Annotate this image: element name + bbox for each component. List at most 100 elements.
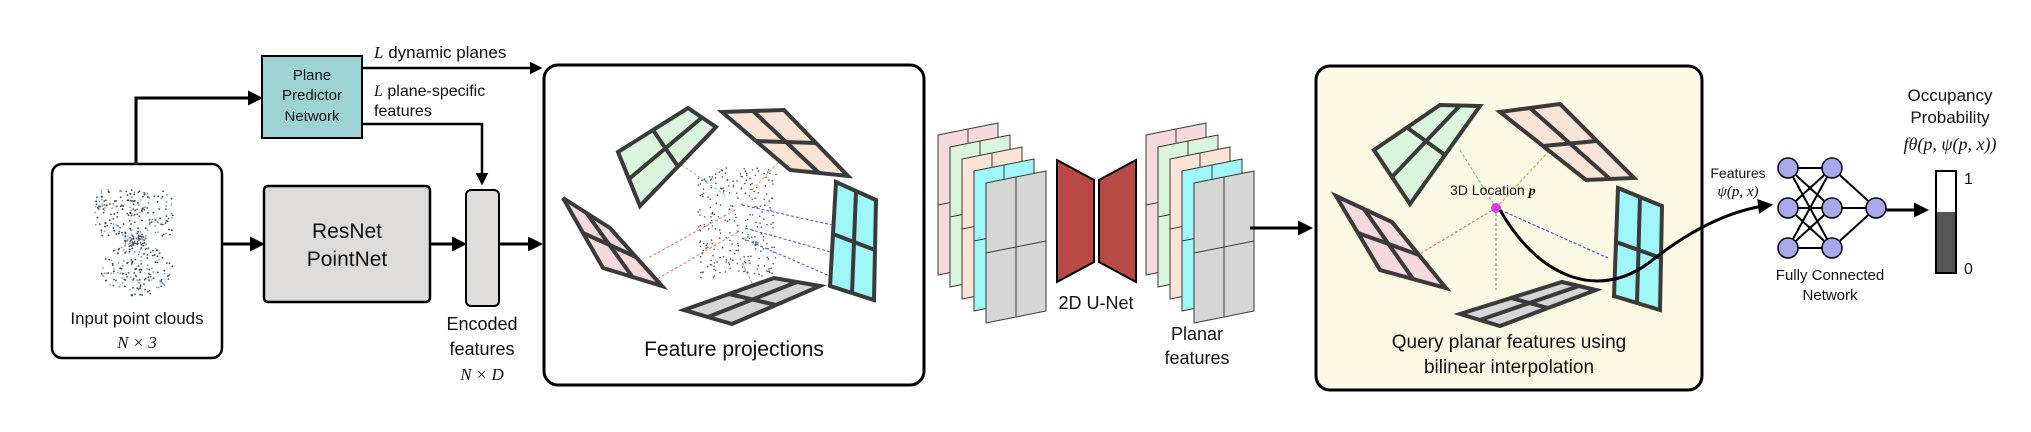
- projection-cloud-dot: [762, 235, 765, 238]
- input-box: [50, 162, 224, 360]
- point-cloud-dot: [101, 273, 104, 276]
- projection-cloud-dot: [756, 206, 758, 208]
- query-plane-green: [1371, 102, 1484, 208]
- projection-cloud-dot: [714, 177, 717, 179]
- point-cloud-dot: [152, 271, 155, 273]
- input-shape: N × 3: [116, 333, 157, 352]
- point-cloud-dot: [143, 241, 146, 244]
- point-cloud-dot: [129, 288, 131, 291]
- point-cloud-dot: [134, 274, 137, 277]
- point-cloud-dot: [146, 267, 149, 270]
- point-cloud-dot: [103, 272, 106, 275]
- point-cloud-dot: [139, 278, 141, 281]
- point-cloud-dot: [156, 249, 158, 252]
- point-cloud-dot: [132, 236, 135, 238]
- projection-cloud-dot: [727, 262, 730, 264]
- point-cloud-dot: [101, 198, 103, 201]
- point-cloud-dot: [108, 219, 111, 222]
- projection-cloud-dot: [722, 187, 724, 189]
- point-cloud-dot: [131, 238, 133, 241]
- projection-cloud-dot: [702, 249, 704, 252]
- point-cloud-dot: [144, 248, 147, 251]
- projection-cloud-dot: [767, 169, 770, 171]
- point-cloud-dot: [124, 244, 126, 247]
- encoder-title-1: ResNet: [312, 220, 382, 243]
- point-cloud-dot: [132, 237, 135, 240]
- point-cloud-dot: [134, 268, 137, 271]
- projection-cloud-dot: [744, 170, 747, 172]
- projection-cloud-dot: [697, 177, 700, 180]
- projection-cloud-dot: [739, 173, 742, 175]
- point-cloud-dot: [124, 231, 127, 234]
- point-cloud-dot: [136, 287, 139, 289]
- point-cloud-dot: [148, 196, 151, 199]
- projection-cloud-dot: [699, 241, 701, 244]
- point-cloud-dot: [165, 204, 168, 207]
- projection-cloud-dot: [712, 254, 714, 257]
- point-cloud-dot: [131, 244, 133, 247]
- fully-connected-network: [1777, 157, 1887, 259]
- point-cloud-dot: [134, 293, 137, 295]
- projection-cloud-dot: [755, 248, 757, 250]
- point-cloud-dot: [140, 263, 143, 265]
- point-cloud-dot: [101, 234, 104, 237]
- projection-cloud-dot: [699, 240, 702, 242]
- projection-cloud-dot: [697, 184, 700, 186]
- point-cloud-dot: [146, 229, 149, 231]
- point-cloud-dot: [130, 228, 133, 231]
- projection-cloud-dot: [772, 251, 775, 254]
- point-cloud-dot: [146, 196, 149, 199]
- projection-cloud-dot: [767, 258, 770, 260]
- point-cloud-dot: [123, 260, 125, 262]
- point-cloud-dot: [112, 227, 115, 230]
- point-cloud-dot: [144, 277, 147, 280]
- point-cloud-dot: [137, 281, 140, 284]
- point-cloud-dot: [142, 236, 145, 238]
- projection-cloud-dot: [762, 248, 765, 250]
- projection-cloud-dot: [766, 243, 768, 245]
- projection-cloud-dot: [705, 244, 707, 247]
- point-cloud-dot: [156, 255, 159, 258]
- projection-cloud-dot: [702, 188, 705, 190]
- projection-cloud-dot: [718, 237, 721, 239]
- point-cloud-dot: [111, 207, 114, 210]
- projection-cloud-dot: [723, 189, 725, 192]
- point-cloud-dot: [163, 272, 166, 275]
- query-plane-peach-grid: [1542, 139, 1598, 148]
- projection-cloud-dot: [757, 192, 760, 194]
- projection-cloud-dot: [751, 214, 754, 216]
- point-cloud-dot: [107, 189, 110, 192]
- projection-cloud-dot: [716, 194, 719, 197]
- point-cloud-dot: [138, 238, 141, 240]
- point-cloud-dot: [170, 204, 173, 206]
- projection-cloud-dot: [753, 272, 756, 275]
- point-cloud-dot: [146, 264, 149, 267]
- projection-cloud-dot: [699, 209, 701, 211]
- point-cloud-dot: [146, 254, 149, 256]
- point-cloud-dot: [133, 193, 136, 196]
- projection-cloud-dot: [768, 179, 770, 181]
- projection-cloud-dot: [721, 246, 724, 248]
- projection-cloud-dot: [762, 239, 765, 241]
- projection-cloud-dot: [744, 270, 746, 272]
- point-cloud-dot: [152, 254, 154, 257]
- projection-cloud-dot: [761, 275, 763, 277]
- plane-features-label-1: L plane-specific: [373, 83, 485, 100]
- projection-cloud-dot: [764, 185, 767, 187]
- point-cloud-dot: [122, 264, 124, 267]
- projection-cloud-dot: [754, 197, 756, 199]
- projection-cloud-dot: [713, 275, 716, 277]
- projection-cloud-dot: [701, 194, 703, 196]
- projection-cloud-dot: [700, 276, 702, 279]
- point-cloud-dot: [156, 200, 159, 203]
- projection-cloud-dot: [706, 265, 709, 268]
- projection-cloud-dot: [745, 239, 747, 241]
- projection-cloud-dot: [719, 232, 722, 234]
- point-cloud-dot: [161, 282, 164, 285]
- point-cloud-dot: [149, 275, 152, 278]
- encoded-features-bar: [465, 189, 500, 307]
- point-cloud-dot: [113, 229, 115, 232]
- point-cloud-dot: [141, 195, 144, 198]
- point-cloud-dot: [137, 191, 140, 194]
- point-cloud-dot: [160, 223, 163, 226]
